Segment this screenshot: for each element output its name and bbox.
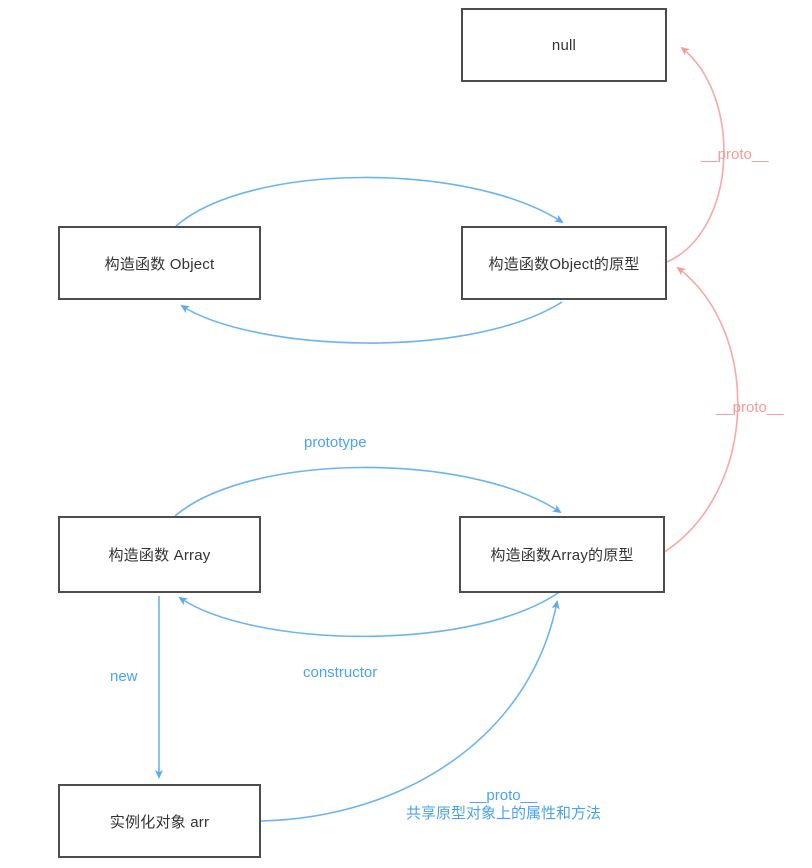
- edge-object-constructor: [180, 301, 563, 344]
- edge-label-proto-arr: __proto__ 共享原型对象上的属性和方法: [406, 787, 601, 823]
- edge-label-prototype-array: prototype: [304, 434, 367, 451]
- node-array-prototype[interactable]: 构造函数Array的原型: [459, 516, 665, 593]
- edge-object-prototype: [175, 176, 564, 227]
- edge-label-proto-null: __proto__: [701, 146, 769, 163]
- edge-array-prototype: [174, 466, 562, 517]
- edge-label-proto-arr-line1: __proto__: [469, 787, 538, 804]
- node-array-constructor-label: 构造函数 Array: [108, 547, 211, 564]
- node-array-constructor[interactable]: 构造函数 Array: [58, 516, 261, 593]
- edge-label-new: new: [110, 668, 138, 685]
- edge-proto-null: [666, 46, 725, 263]
- node-object-prototype[interactable]: 构造函数Object的原型: [461, 226, 667, 300]
- node-arr-instance[interactable]: 实例化对象 arr: [58, 784, 261, 858]
- edge-proto-array: [260, 600, 560, 822]
- edge-label-proto-object: __proto__: [716, 399, 784, 416]
- node-object-constructor-label: 构造函数 Object: [104, 255, 215, 273]
- edge-label-constructor: constructor: [303, 664, 378, 681]
- node-object-prototype-label: 构造函数Object的原型: [488, 255, 640, 273]
- node-null[interactable]: null: [461, 8, 667, 82]
- edge-label-proto-arr-line2: 共享原型对象上的属性和方法: [406, 805, 602, 822]
- node-arr-instance-label: 实例化对象 arr: [109, 813, 210, 831]
- node-array-prototype-label: 构造函数Array的原型: [490, 547, 634, 564]
- edge-array-constructor: [178, 592, 559, 638]
- node-null-label: null: [551, 36, 577, 54]
- edge-proto-object: [662, 266, 739, 554]
- node-object-constructor[interactable]: 构造函数 Object: [58, 226, 261, 300]
